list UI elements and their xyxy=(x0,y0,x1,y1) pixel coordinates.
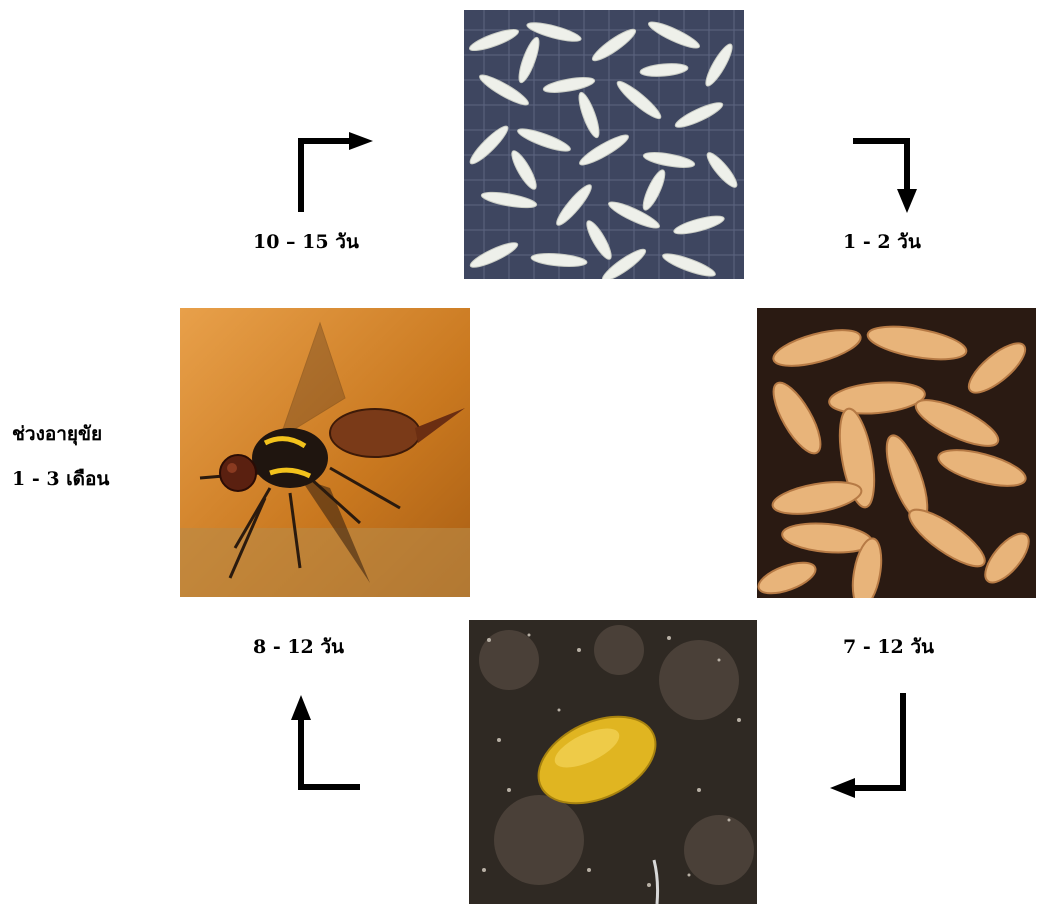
duration-pupa-to-adult: 8 - 12 วัน xyxy=(253,638,344,657)
rice-like-eggs-icon xyxy=(464,10,744,279)
pupa-photo xyxy=(469,620,757,904)
eggs-photo xyxy=(464,10,744,279)
pupa-in-soil-icon xyxy=(469,620,757,904)
lifespan-value: 1 - 3 เดือน xyxy=(12,470,109,489)
duration-larva-to-pupa: 7 - 12 วัน xyxy=(843,638,934,657)
arrow-adult-to-egg-icon xyxy=(301,132,373,212)
fruit-fly-icon xyxy=(180,308,470,597)
maggots-icon xyxy=(757,308,1036,598)
arrow-larva-to-pupa-icon xyxy=(830,693,903,798)
arrow-pupa-to-adult-icon xyxy=(291,695,360,787)
larvae-photo xyxy=(757,308,1036,598)
duration-adult-to-egg: 10 – 15 วัน xyxy=(253,233,359,252)
adult-photo xyxy=(180,308,470,597)
lifespan-title: ช่วงอายุขัย xyxy=(12,425,102,444)
arrow-egg-to-larva-icon xyxy=(853,141,917,213)
duration-egg-to-larva: 1 - 2 วัน xyxy=(843,233,921,252)
